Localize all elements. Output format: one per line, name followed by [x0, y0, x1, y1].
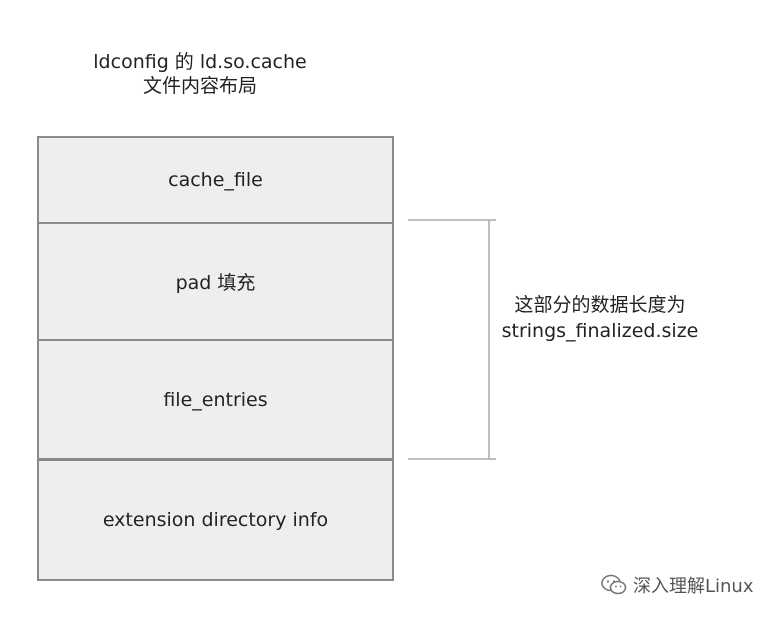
bracket-label-line1: 这部分的数据长度为	[514, 294, 686, 316]
diagram-title-line1: ldconfig 的 ld.so.cache	[93, 51, 307, 73]
block-extension-directory-info: extension directory info	[37, 458, 394, 581]
diagram-title: ldconfig 的 ld.so.cache 文件内容布局	[80, 50, 320, 98]
block-file-entries: file_entries	[37, 339, 394, 460]
watermark-text: 深入理解Linux	[633, 576, 754, 597]
bracket-label-line2: strings_finalized.size	[501, 320, 699, 342]
block-pad-label: pad 填充	[175, 272, 256, 294]
block-cache-file-label: cache_file	[168, 169, 263, 191]
cache-layout-stack: cache_file pad 填充 file_entries extension…	[37, 136, 398, 581]
block-cache-file: cache_file	[37, 136, 394, 224]
block-extension-label: extension directory info	[102, 509, 329, 531]
diagram-title-line2: 文件内容布局	[142, 75, 257, 97]
block-pad: pad 填充	[37, 222, 394, 341]
bracket-label: 这部分的数据长度为 strings_finalized.size	[500, 292, 700, 344]
wechat-icon	[601, 574, 627, 595]
block-file-entries-label: file_entries	[163, 388, 268, 411]
watermark: 深入理解Linux	[601, 572, 754, 598]
